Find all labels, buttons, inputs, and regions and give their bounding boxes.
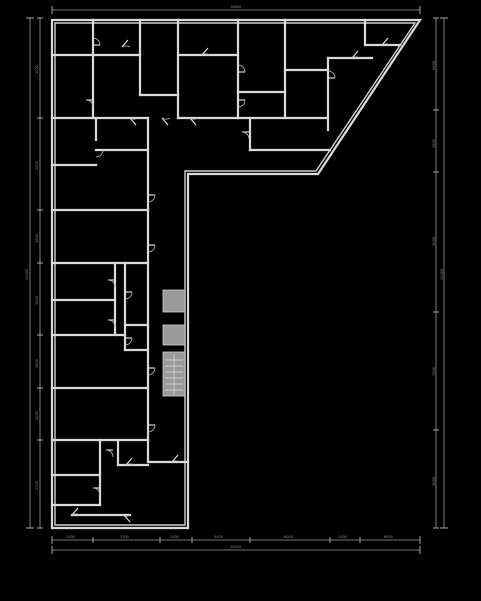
door-icon [147,194,156,203]
dimension-right-2: 3600 [432,139,436,148]
dimension-bottom-6: 2400 [338,535,347,539]
dimension-left-3: 3000 [35,234,39,243]
dimension-right-4: 7800 [432,367,436,376]
door-icon [201,47,211,56]
dimension-left-6: 3000 [35,411,39,420]
door-icon [95,149,104,158]
door-icon [92,37,101,46]
door-icon [121,514,131,523]
door-icon [129,117,139,126]
elevator-icon [162,324,186,346]
dimension-right-1: 6000 [432,61,436,70]
door-icon [107,279,116,288]
dimension-left-2: 2400 [35,161,39,170]
dimension-right-total: 24000 [440,269,444,280]
dimension-right-5: 3600 [432,477,436,486]
stair-icon [162,351,186,397]
door-icon [147,244,156,253]
door-icon [381,37,391,46]
dimension-bottom-3: 2400 [170,535,179,539]
dimension-bottom-1: 2400 [66,535,75,539]
door-icon [327,70,336,79]
door-icon [124,291,133,300]
door-icon [125,457,135,466]
dimension-lines: 16800 2400 3300 2400 5400 6000 2400 6000… [25,5,448,554]
dimension-bottom-5: 6000 [284,535,293,539]
door-icon [121,39,131,48]
door-icon [124,337,133,346]
door-icon [147,424,156,433]
door-icon [85,99,94,108]
exterior-walls [50,18,423,530]
dimension-left-total: 24000 [25,269,29,280]
dimension-right-3: 3000 [432,237,436,246]
door-icon [237,64,246,73]
dimension-bottom-4: 5400 [214,535,223,539]
dimension-bottom-total: 20400 [230,545,241,549]
elevator-icon [162,289,186,313]
door-icon [71,507,81,516]
building-core [162,289,186,397]
door-icon [171,454,181,463]
door-icon [237,99,246,108]
dimension-bottom-7: 6000 [384,535,393,539]
dimension-bottom-2: 3300 [120,535,129,539]
dimension-left-5: 3600 [35,359,39,368]
door-icon [241,131,250,140]
dimension-left-7: 2700 [35,481,39,490]
dimension-left-4: 3300 [35,296,39,305]
dimension-top-total: 16800 [230,5,241,9]
door-icon [189,117,199,126]
dimension-left-1: 3000 [35,65,39,74]
door-icon [105,449,114,458]
door-icon [147,367,156,376]
door-icon [92,487,101,496]
door-icon [161,117,171,126]
door-icon [351,50,361,59]
door-icon [107,319,116,328]
doors [71,37,391,523]
interior-walls [50,18,402,517]
